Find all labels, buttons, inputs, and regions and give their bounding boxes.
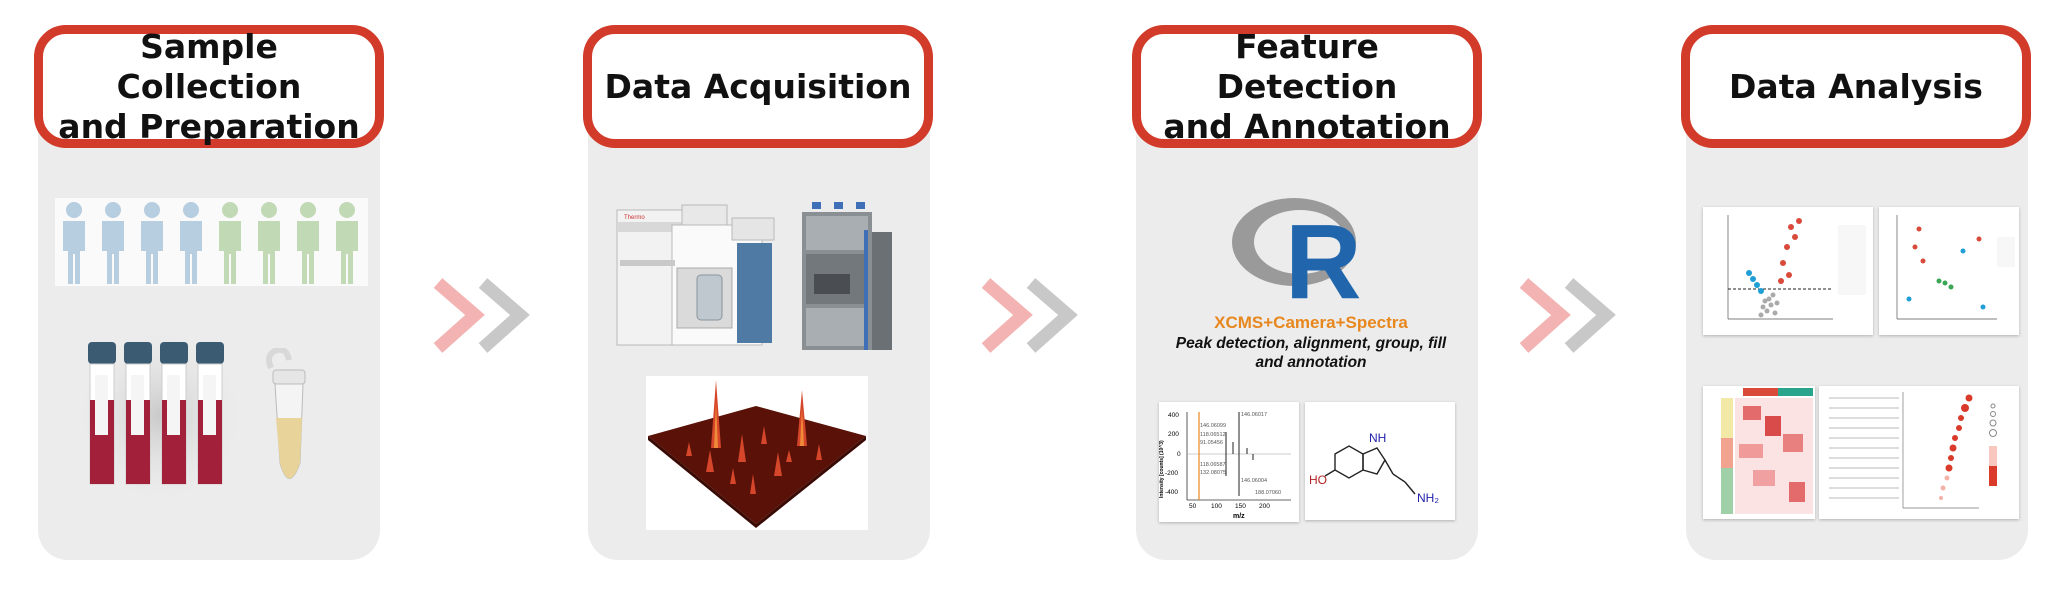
pca-plot-thumbnail: [1879, 207, 2019, 335]
y-tick-label: 400: [1168, 412, 1179, 419]
step-title-4: Data Analysis: [1681, 25, 2031, 148]
atom-label: NH: [1369, 431, 1386, 445]
person-icon: [219, 202, 358, 284]
step-title-3: Feature Detection and Annotation: [1132, 25, 1482, 148]
chevron-arrow-icon: [433, 278, 530, 353]
subjects-illustration: [55, 198, 368, 286]
step-title-text: Sample Collection and Preparation: [58, 26, 360, 146]
peak-label: 132.08075: [1200, 470, 1226, 476]
atom-label: NH₂: [1417, 491, 1439, 505]
y-tick-label: -400: [1165, 489, 1178, 496]
peak-label: 188.07060: [1255, 490, 1281, 496]
step-title-text: Data Analysis: [1729, 66, 1983, 106]
person-icon: [63, 202, 202, 284]
3d-peak-surface-plot: [646, 376, 868, 530]
heatmap-thumbnail: [1703, 386, 1815, 519]
chevron-arrow-icon: [1519, 278, 1616, 353]
y-tick-label: 0: [1177, 451, 1181, 458]
peak-label: 146.06099: [1200, 423, 1226, 429]
y-axis-label: Intensity [counts] (10^3): [1159, 440, 1165, 498]
atom-label: HO: [1309, 473, 1327, 487]
mass-spectrum-card: 400 200 0 -200 -400 50 100 150 200 m/z I…: [1159, 402, 1299, 522]
step-title-1: Sample Collection and Preparation: [34, 25, 384, 148]
blood-tubes-illustration: [80, 330, 240, 500]
x-axis-label: m/z: [1233, 513, 1245, 520]
svg-text:Thermo: Thermo: [624, 215, 645, 221]
peak-label: 118.06587: [1200, 462, 1226, 468]
tube-icon: [160, 342, 188, 485]
step-title-text: Data Acquisition: [604, 66, 912, 106]
peak-label: 146.06017: [1241, 412, 1267, 418]
y-tick-label: -200: [1165, 470, 1178, 477]
lc-system-illustration: [802, 202, 892, 350]
peak-label: 146.06004: [1241, 478, 1267, 484]
tube-icon: [88, 342, 116, 485]
x-tick-label: 200: [1259, 503, 1270, 510]
r-logo-icon: R: [1232, 198, 1362, 304]
molecule-structure-card: NH HO NH₂: [1305, 402, 1455, 520]
mass-spectrometer-illustration: Thermo: [616, 204, 775, 346]
tube-icon: [124, 342, 152, 485]
x-tick-label: 50: [1189, 503, 1197, 510]
peak-label: 91.05456: [1200, 440, 1223, 446]
x-tick-label: 150: [1235, 503, 1246, 510]
enrichment-dotplot-thumbnail: [1819, 386, 2019, 519]
peak-label: 118.06512: [1200, 432, 1226, 438]
tube-icon: [196, 342, 224, 485]
step-title-text: Feature Detection and Annotation: [1163, 26, 1451, 146]
chevron-arrow-icon: [981, 278, 1078, 353]
tools-label: XCMS+Camera+Spectra: [1214, 313, 1408, 332]
eppendorf-tube-icon: [266, 348, 306, 479]
y-tick-label: 200: [1168, 431, 1179, 438]
volcano-plot-thumbnail: [1703, 207, 1873, 335]
process-description: Peak detection, alignment, group, fill a…: [1175, 335, 1447, 371]
r-logo-letter: R: [1285, 203, 1362, 304]
step-title-2: Data Acquisition: [583, 25, 933, 148]
x-tick-label: 100: [1211, 503, 1222, 510]
